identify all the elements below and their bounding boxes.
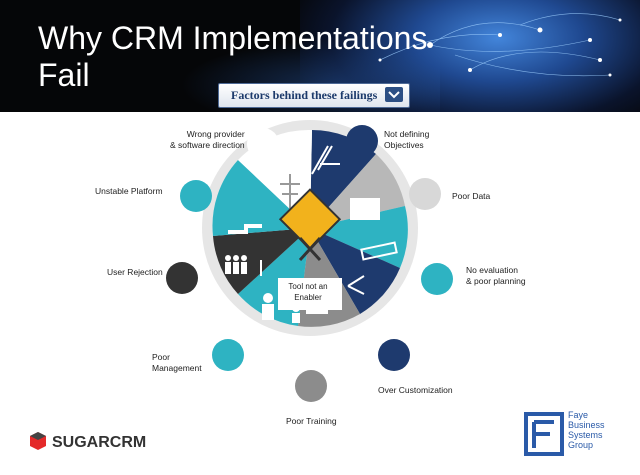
faye-line-4: Group (568, 440, 594, 450)
people-icon (225, 255, 262, 276)
factor-rejection-circle (166, 262, 198, 294)
subtitle-dropdown[interactable]: Factors behind these failings (218, 83, 410, 108)
factors-wheel (202, 120, 418, 336)
factor-customization-label: Over Customization (378, 385, 453, 395)
scissors-icon (318, 275, 365, 295)
factor-management-label: Poor Management (152, 352, 202, 373)
subtitle-label: Factors behind these failings (231, 88, 378, 102)
factor-management-circle (212, 339, 244, 371)
faye-line-1: Faye (568, 410, 589, 420)
page-title: Why CRM Implementations Fail (38, 20, 428, 93)
segment-poor-data (310, 154, 405, 228)
telescope-icon (311, 145, 340, 175)
header-banner: Why CRM Implementations Fail Factors beh… (0, 0, 640, 112)
factor-poor-data-label: Poor Data (452, 191, 491, 201)
center-label-box (278, 278, 342, 310)
world-map-network-lines (378, 13, 622, 77)
factor-evaluation-circle (421, 263, 453, 295)
factor-provider-circle (247, 128, 279, 160)
faye-logo: Faye Business Systems Group (524, 410, 634, 460)
factor-training-label: Poor Training (286, 416, 337, 426)
factor-training-circle (295, 370, 327, 402)
tools-warning-icon (278, 188, 342, 262)
factor-customization-circle (378, 339, 410, 371)
factor-evaluation-label: No evaluation & poor planning (466, 265, 526, 286)
chevron-down-icon (385, 87, 403, 102)
faye-line-3: Systems (568, 430, 603, 440)
factor-objectives-circle (346, 125, 378, 157)
folder-icon (350, 198, 380, 220)
center-label: Tool not an Enabler (288, 282, 328, 302)
faye-line-2: Business (568, 420, 605, 430)
signpost-icon (280, 174, 300, 212)
factor-provider-label: Wrong provider & software direction (170, 129, 245, 150)
segment-customization (310, 228, 400, 314)
factor-rejection-label: User Rejection (107, 267, 163, 277)
person-icon (262, 293, 274, 320)
faye-mark-icon (524, 412, 564, 456)
factor-platform-circle (180, 180, 212, 212)
ruler-icon (360, 241, 398, 261)
svg-text:SUGARCRM: SUGARCRM (52, 434, 146, 451)
factor-poor-data-circle (409, 178, 441, 210)
factor-platform-label: Unstable Platform (95, 186, 163, 196)
factor-objectives-label: Not defining Objectives (384, 129, 430, 150)
segment-evaluation (310, 206, 408, 268)
sugarcrm-logo: SUGARCRM (30, 432, 146, 451)
stairs-icon (228, 224, 262, 234)
